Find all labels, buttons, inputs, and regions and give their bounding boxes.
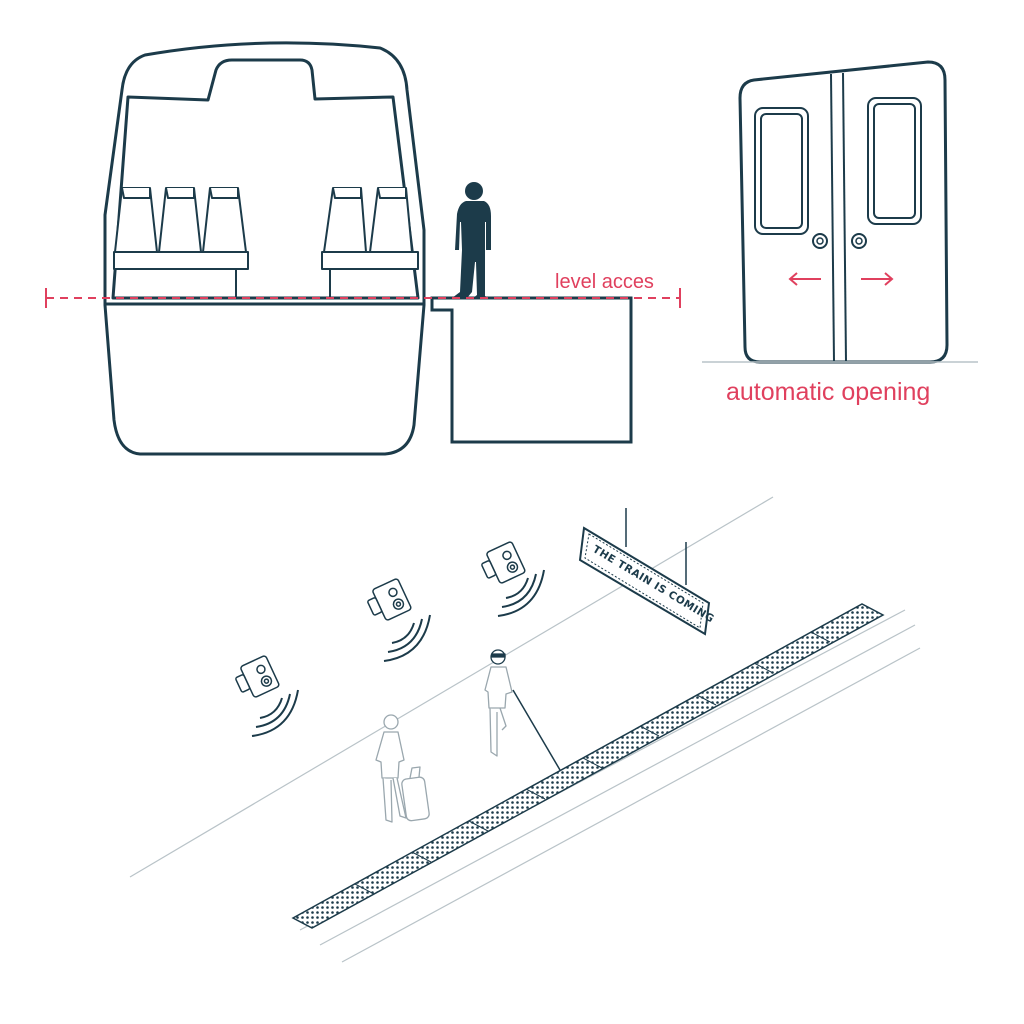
train-cabin-interior (111, 58, 420, 300)
person-silhouette-icon (452, 182, 491, 298)
door-button-left (812, 233, 828, 249)
hanging-sign: THE TRAIN IS COMING (578, 508, 716, 636)
door-split-right (842, 72, 847, 363)
door-window-left-outer (754, 107, 809, 235)
train-cross-section (103, 41, 426, 456)
automatic-opening-label: automatic opening (726, 378, 930, 406)
train-seats (113, 187, 419, 298)
speaker-icon (481, 541, 545, 617)
door-window-right-inner (873, 103, 916, 219)
left-bench (113, 251, 249, 270)
sign-text: THE TRAIN IS COMING (590, 543, 716, 625)
door-split-left (830, 73, 835, 363)
train-body-outline (103, 41, 426, 456)
man-with-white-cane (484, 649, 561, 771)
tactile-paving-strip (291, 603, 885, 929)
woman-with-suitcase (375, 714, 430, 823)
level-access-line (45, 288, 681, 308)
seat-1-top (121, 187, 151, 199)
platform-lines (129, 496, 921, 963)
door-window-left-inner (760, 113, 803, 229)
arrow-right-icon (861, 272, 894, 286)
arrow-left-icon (788, 272, 821, 286)
seat-5-top (377, 187, 407, 199)
train-door (738, 60, 949, 364)
seat-4-top (332, 187, 362, 199)
seat-2-top (165, 187, 195, 199)
level-access-label: level acces (555, 271, 654, 293)
speaker-icon (367, 578, 431, 662)
door-window-right-outer (867, 97, 922, 225)
door-button-right (851, 233, 867, 249)
right-bench (321, 251, 419, 270)
track-line-2 (341, 647, 921, 963)
platform-back-edge (129, 496, 774, 878)
seat-3-top (209, 187, 239, 199)
track-line-1 (319, 624, 916, 946)
platform-block (430, 296, 633, 444)
speaker-icon (235, 655, 299, 737)
